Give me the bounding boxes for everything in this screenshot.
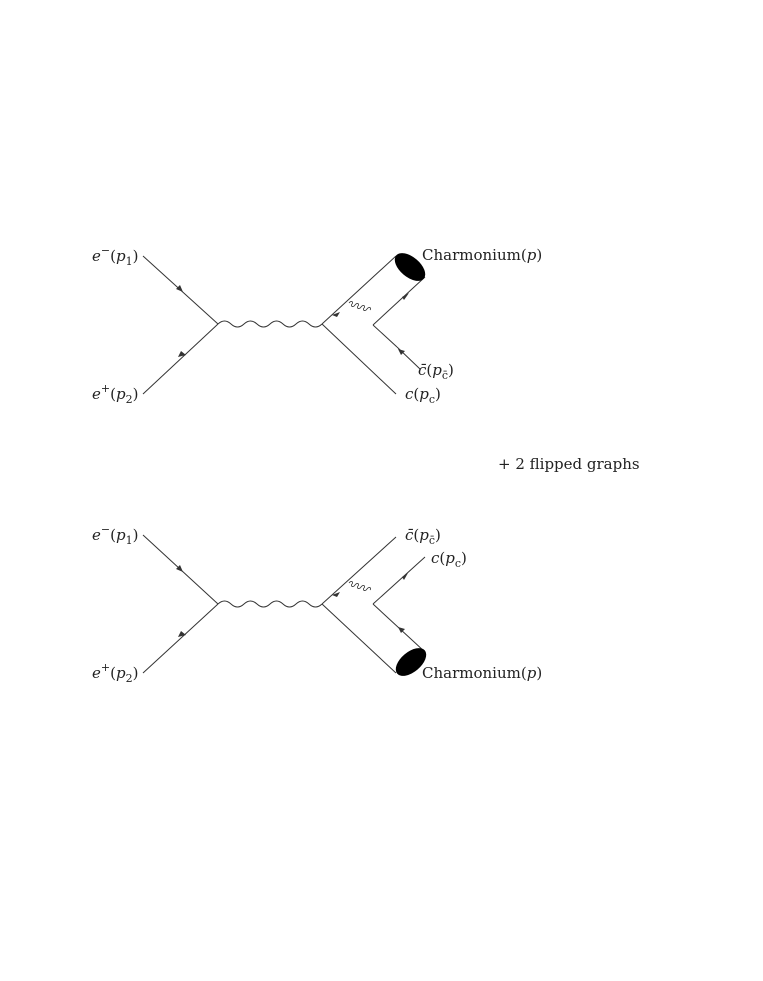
quark-arrow-up-1: [332, 312, 340, 317]
positron-line-2: [142, 603, 219, 674]
quark-line-up-1: [321, 255, 397, 325]
bound-arrow-1: [402, 293, 409, 300]
electron-label-1: e−(p1): [92, 244, 138, 268]
photon-line-2: [217, 600, 323, 608]
charm-label-1: c(pc): [405, 385, 441, 406]
positron-arrow-1: [178, 351, 186, 357]
anticharm-label-2: c̄(pc̄): [405, 526, 441, 547]
anticharm-arrow-1: [398, 349, 405, 355]
quark-line-down-2: [321, 603, 397, 674]
flipped-graphs-note: + 2 flipped graphs: [498, 455, 640, 473]
charm-line-1: [321, 323, 397, 395]
charmonium-blob-2: [395, 648, 427, 676]
electron-label-2: e−(p1): [92, 523, 138, 547]
positron-line-1: [142, 323, 219, 395]
charm-line-2: [372, 556, 426, 605]
positron-label-1: e+(p2): [92, 382, 138, 406]
charmonium-label-1: Charmonium(p): [422, 246, 542, 264]
gluon-line-2: [348, 581, 372, 591]
anticharm-line-2: [321, 536, 397, 605]
anticharm-line-1: [372, 324, 398, 348]
anticharm-arrow-2: [332, 592, 340, 597]
charm-arrow-2: [402, 573, 408, 580]
positron-arrow-2: [178, 631, 186, 637]
anticharm-label-1: c̄(pc̄): [418, 361, 454, 382]
bound-arrow-2: [398, 627, 405, 633]
diagram-1: e−(p1) e+(p2) Charmonium(p) c̄(pc̄) c(pc…: [92, 244, 542, 406]
bound-line-1: [372, 276, 426, 326]
charmonium-label-2: Charmonium(p): [422, 664, 542, 682]
positron-label-2: e+(p2): [92, 661, 138, 685]
electron-arrow-1: [176, 285, 183, 292]
diagram-2: e−(p1) e+(p2) c̄(pc̄) c(pc) Charmonium(p…: [92, 523, 542, 685]
gluon-line-1: [348, 301, 372, 311]
charmonium-blob-1: [394, 253, 426, 281]
electron-arrow-2: [176, 565, 183, 572]
photon-line-1: [217, 320, 323, 328]
charm-label-2: c(pc): [431, 549, 467, 570]
